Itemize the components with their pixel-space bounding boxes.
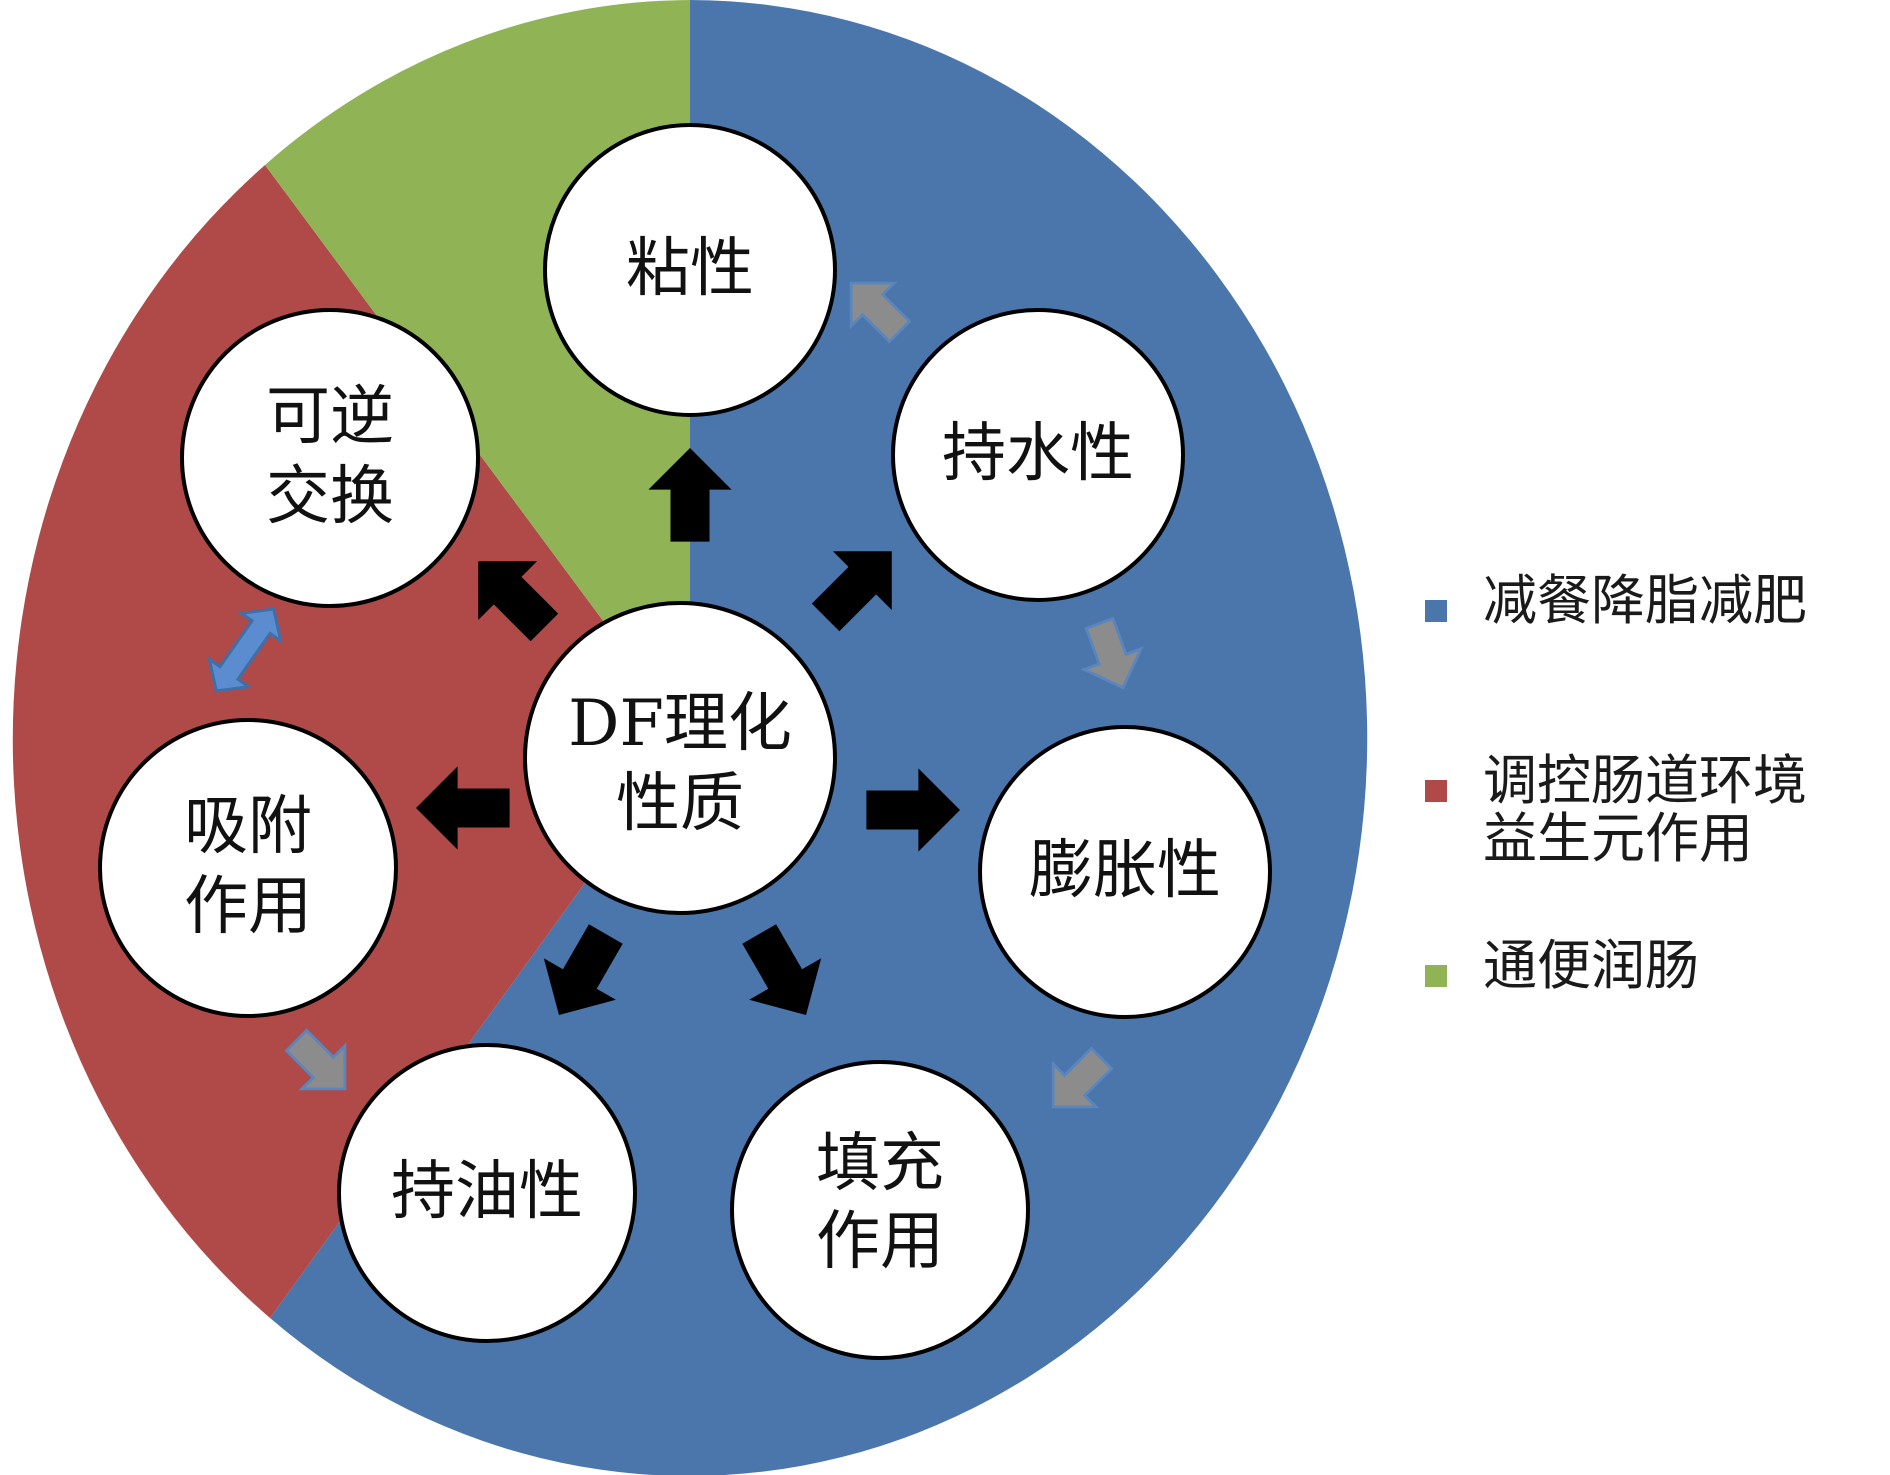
legend-label-green: 通便润肠 [1483, 934, 1699, 997]
node-filling-line2: 作用 [816, 1205, 944, 1279]
property-nodes: 粘性 持水性 膨胀性 填充 作用 持油性 吸附 作用 可逆 交换 [98, 123, 1272, 1360]
node-adsorption-line1: 吸附 [184, 790, 312, 864]
node-oil-holding: 持油性 [337, 1043, 637, 1343]
node-adsorption: 吸附 作用 [98, 718, 398, 1018]
node-adsorption-line2: 作用 [184, 870, 312, 944]
legend-label-red: 调控肠道环境 益生元作用 [1483, 749, 1807, 870]
center-node: DF理化 性质 [523, 601, 837, 915]
node-swelling-line1: 膨胀性 [1029, 834, 1221, 908]
node-ion-exchange-line1: 可逆 [266, 380, 394, 454]
node-water-holding: 持水性 [891, 308, 1185, 602]
legend-swatch-blue [1425, 600, 1447, 622]
legend-swatch-green [1425, 965, 1447, 987]
node-swelling: 膨胀性 [978, 725, 1272, 1019]
node-ion-exchange-line2: 交换 [266, 460, 394, 534]
node-water-holding-line1: 持水性 [942, 417, 1134, 491]
node-viscosity: 粘性 [543, 123, 837, 417]
legend-label-blue: 减餐降脂减肥 [1483, 569, 1807, 632]
node-viscosity-line1: 粘性 [626, 232, 754, 306]
node-oil-holding-line1: 持油性 [391, 1155, 583, 1229]
node-ion-exchange: 可逆 交换 [180, 308, 480, 608]
node-filling-line1: 填充 [816, 1127, 944, 1201]
center-line1: DF理化 [568, 687, 792, 761]
center-line2: 性质 [616, 767, 744, 841]
legend-swatch-red [1425, 780, 1447, 802]
node-filling: 填充 作用 [730, 1060, 1030, 1360]
